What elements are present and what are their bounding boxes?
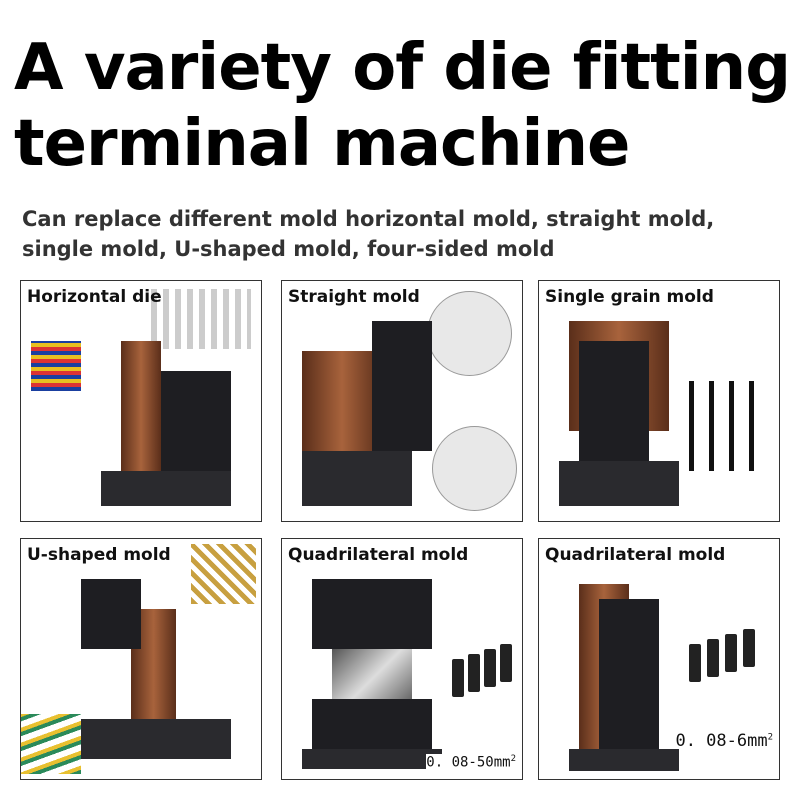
card-straight-mold: Straight mold — [281, 280, 523, 522]
card-label: Quadrilateral mold — [288, 545, 469, 565]
wires-image — [31, 341, 81, 391]
die-icon — [689, 644, 701, 682]
terminals-image — [689, 381, 769, 471]
spec-range: 0. 08-50mm2 — [426, 754, 516, 771]
wires-image — [21, 714, 81, 774]
terminals-image — [427, 291, 512, 376]
machine-image — [312, 579, 432, 649]
card-label: Single grain mold — [545, 287, 714, 307]
card-label: Quadrilateral mold — [545, 545, 726, 565]
die-icon — [452, 659, 464, 697]
terminals-image — [191, 544, 256, 604]
terminals-image — [432, 426, 517, 511]
machine-image — [302, 351, 382, 451]
card-u-shaped-mold: U-shaped mold — [20, 538, 262, 780]
card-label: U-shaped mold — [27, 545, 171, 565]
spec-range: 0. 08-6mm2 — [675, 731, 773, 751]
card-label: Straight mold — [288, 287, 420, 307]
card-single-grain-mold: Single grain mold — [538, 280, 780, 522]
terminals-image — [151, 289, 251, 349]
page-title: A variety of die fitting terminal machin… — [14, 31, 791, 181]
card-quadrilateral-mold-50: Quadrilateral mold 0. 08-50mm2 — [281, 538, 523, 780]
machine-image — [121, 341, 161, 471]
card-quadrilateral-mold-6: Quadrilateral mold 0. 08-6mm2 — [538, 538, 780, 780]
card-horizontal-die: Horizontal die — [20, 280, 262, 522]
page-subtitle: Can replace different mold horizontal mo… — [22, 207, 715, 261]
card-label: Horizontal die — [27, 287, 162, 307]
